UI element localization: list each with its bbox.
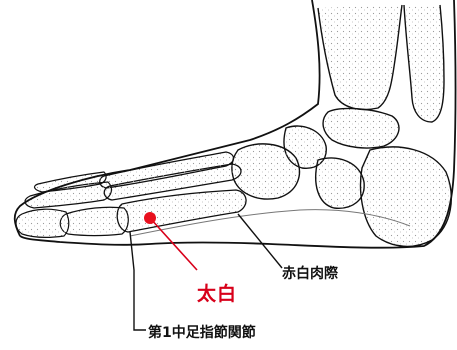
cuneiforms (232, 144, 300, 199)
point-marker (144, 212, 156, 224)
cuboid (316, 158, 364, 208)
fibula (404, 5, 444, 122)
leader-sekihaku (238, 214, 282, 268)
landmark-joint-label: 第1中足指節関節 (148, 322, 256, 342)
tibia (318, 5, 402, 109)
talus (323, 109, 399, 148)
leader-joint (130, 232, 146, 330)
point-label: 太白 (197, 279, 237, 306)
big-toe-distal (16, 209, 69, 237)
leg-bones (318, 5, 444, 122)
big-toe-proximal (60, 207, 128, 235)
calcaneus (361, 147, 452, 246)
ankle-bones (232, 109, 451, 247)
landmark-border-label: 赤白肉際 (282, 263, 338, 283)
